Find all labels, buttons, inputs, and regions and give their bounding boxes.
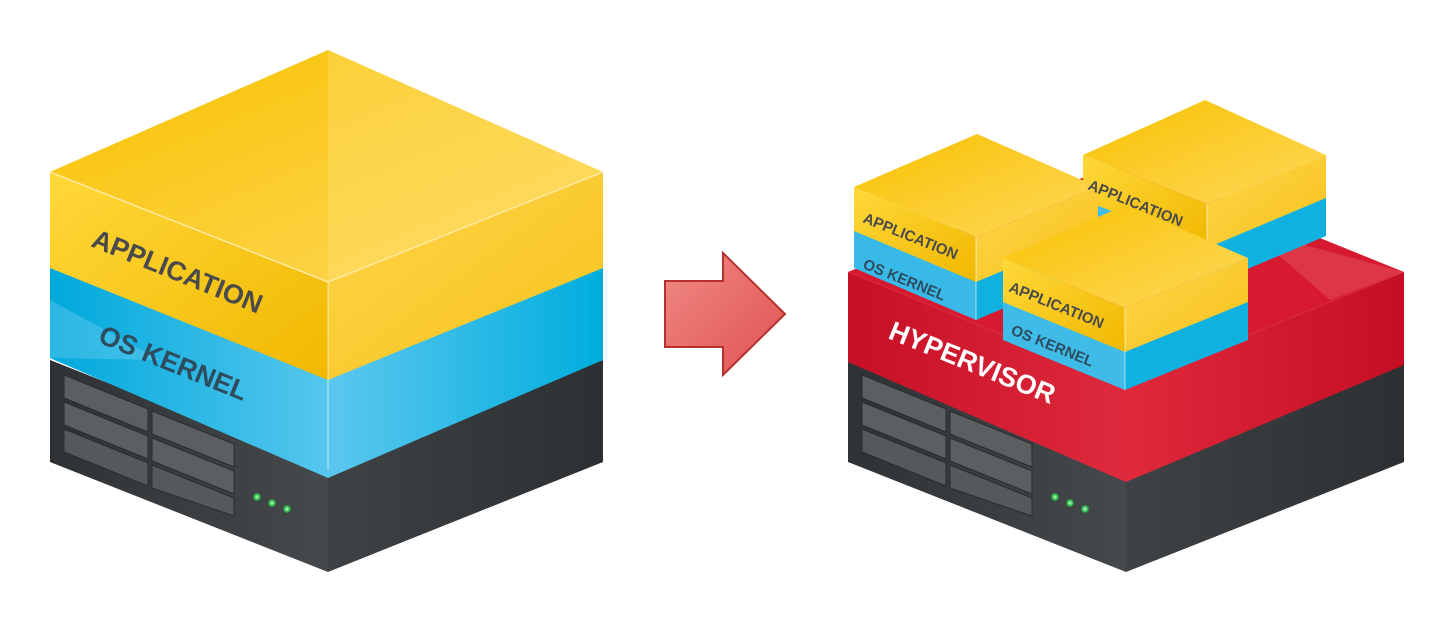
left-os-kernel-layer <box>50 263 603 478</box>
transition-arrow-icon <box>664 250 787 378</box>
status-led-icon <box>253 493 261 501</box>
status-led-icon <box>1051 493 1059 501</box>
left-server <box>50 360 603 572</box>
left-stack: APPLICATION OS KERNEL <box>49 50 604 572</box>
status-led-icon <box>268 499 276 507</box>
vm-front <box>1003 205 1248 390</box>
right-server <box>848 360 1404 572</box>
left-application-layer <box>49 50 604 470</box>
status-led-icon <box>1066 499 1074 507</box>
status-led-icon <box>1081 505 1089 513</box>
status-led-icon <box>283 505 291 513</box>
right-stack: APPLICATION OS KERNEL APPLICATION APPLIC… <box>848 100 1404 572</box>
